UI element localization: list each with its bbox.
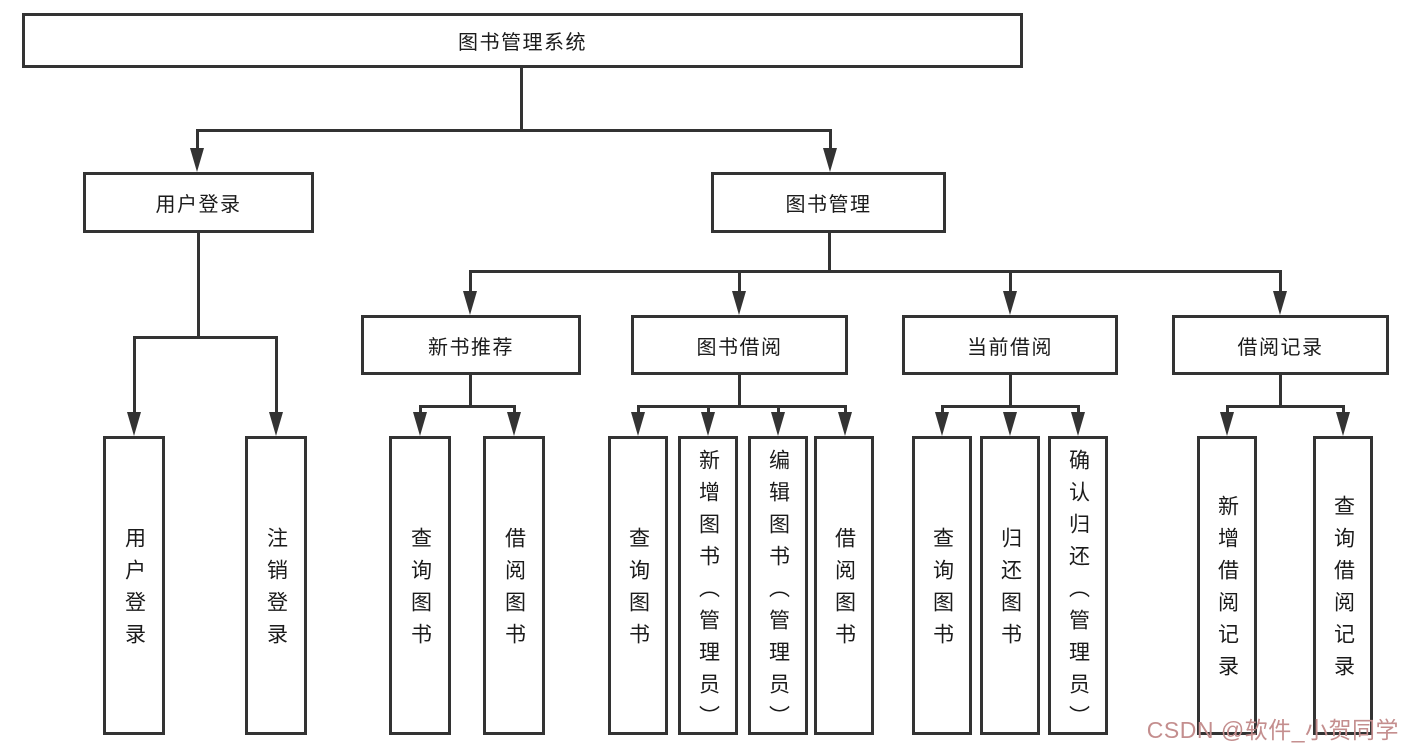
- connector-book-mgmt-rail: [469, 270, 1282, 273]
- leaf-search-books-recommend: 查询图书: [389, 436, 451, 735]
- connector-drop: [1342, 405, 1345, 416]
- node-current-borrowing: 当前借阅: [902, 315, 1118, 375]
- connector-book-borrow-stem: [738, 375, 741, 407]
- arrow-down-icon: [771, 412, 785, 436]
- connector-book-borrow-rail: [637, 405, 847, 408]
- connector-drop-user-login: [196, 129, 199, 150]
- connector-drop: [777, 405, 780, 416]
- arrow-down-icon: [1071, 412, 1085, 436]
- arrow-down-icon: [631, 412, 645, 436]
- arrow-down-icon: [732, 291, 746, 315]
- connector-user-login-stem: [197, 233, 200, 338]
- arrow-down-icon: [701, 412, 715, 436]
- connector-drop-new-book: [469, 270, 472, 293]
- connector-drop-login: [133, 336, 136, 414]
- leaf-return-books: 归还图书: [980, 436, 1040, 735]
- arrow-down-icon: [507, 412, 521, 436]
- connector-root-stem: [520, 68, 523, 131]
- leaf-search-borrow-record: 查询借阅记录: [1313, 436, 1373, 735]
- leaf-user-login: 用户登录: [103, 436, 165, 735]
- connector-drop: [637, 405, 640, 416]
- arrow-down-icon: [413, 412, 427, 436]
- arrow-down-icon: [127, 412, 141, 436]
- connector-root-rail: [196, 129, 831, 132]
- arrow-down-icon: [935, 412, 949, 436]
- csdn-watermark: CSDN @软件_小贺同学: [1146, 717, 1399, 743]
- connector-drop-book-borrow: [738, 270, 741, 293]
- node-book-borrowing: 图书借阅: [631, 315, 848, 375]
- node-book-management: 图书管理: [711, 172, 946, 233]
- connector-new-book-stem: [469, 375, 472, 407]
- arrow-down-icon: [463, 291, 477, 315]
- connector-drop-borrow-records: [1279, 270, 1282, 293]
- leaf-logout: 注销登录: [245, 436, 307, 735]
- node-borrowing-records: 借阅记录: [1172, 315, 1389, 375]
- connector-borrow-records-stem: [1279, 375, 1282, 407]
- connector-book-mgmt-stem: [828, 233, 831, 272]
- connector-current-borrow-rail: [941, 405, 1080, 408]
- connector-drop: [1077, 405, 1080, 416]
- arrow-down-icon: [1220, 412, 1234, 436]
- leaf-confirm-return-admin: 确认归还（管理员）: [1048, 436, 1108, 737]
- arrow-down-icon: [1003, 412, 1017, 436]
- connector-current-borrow-stem: [1009, 375, 1012, 407]
- leaf-add-borrow-record: 新增借阅记录: [1197, 436, 1257, 735]
- arrow-down-icon: [1273, 291, 1287, 315]
- connector-drop: [513, 405, 516, 416]
- arrow-down-icon: [1003, 291, 1017, 315]
- arrow-down-icon: [190, 148, 204, 172]
- connector-borrow-records-rail: [1226, 405, 1345, 408]
- connector-drop: [419, 405, 422, 416]
- leaf-borrow-books: 借阅图书: [814, 436, 874, 735]
- node-new-book-recommendation: 新书推荐: [361, 315, 581, 375]
- connector-new-book-rail: [419, 405, 516, 408]
- node-user-login: 用户登录: [83, 172, 314, 233]
- connector-drop-book-management: [829, 129, 832, 150]
- connector-drop: [707, 405, 710, 416]
- arrow-down-icon: [838, 412, 852, 436]
- connector-drop: [1226, 405, 1229, 416]
- leaf-borrow-books-recommend: 借阅图书: [483, 436, 545, 735]
- leaf-search-books-borrowing: 查询图书: [608, 436, 668, 735]
- connector-user-login-rail: [133, 336, 278, 339]
- node-library-management-system: 图书管理系统: [22, 13, 1023, 68]
- arrow-down-icon: [1336, 412, 1350, 436]
- connector-drop-logout: [275, 336, 278, 414]
- leaf-search-books-current: 查询图书: [912, 436, 972, 735]
- arrow-down-icon: [269, 412, 283, 436]
- connector-drop: [844, 405, 847, 416]
- arrow-down-icon: [823, 148, 837, 172]
- connector-drop-current-borrow: [1009, 270, 1012, 293]
- connector-drop: [941, 405, 944, 416]
- leaf-add-books-admin: 新增图书（管理员）: [678, 436, 738, 737]
- leaf-edit-books-admin: 编辑图书（管理员）: [748, 436, 808, 737]
